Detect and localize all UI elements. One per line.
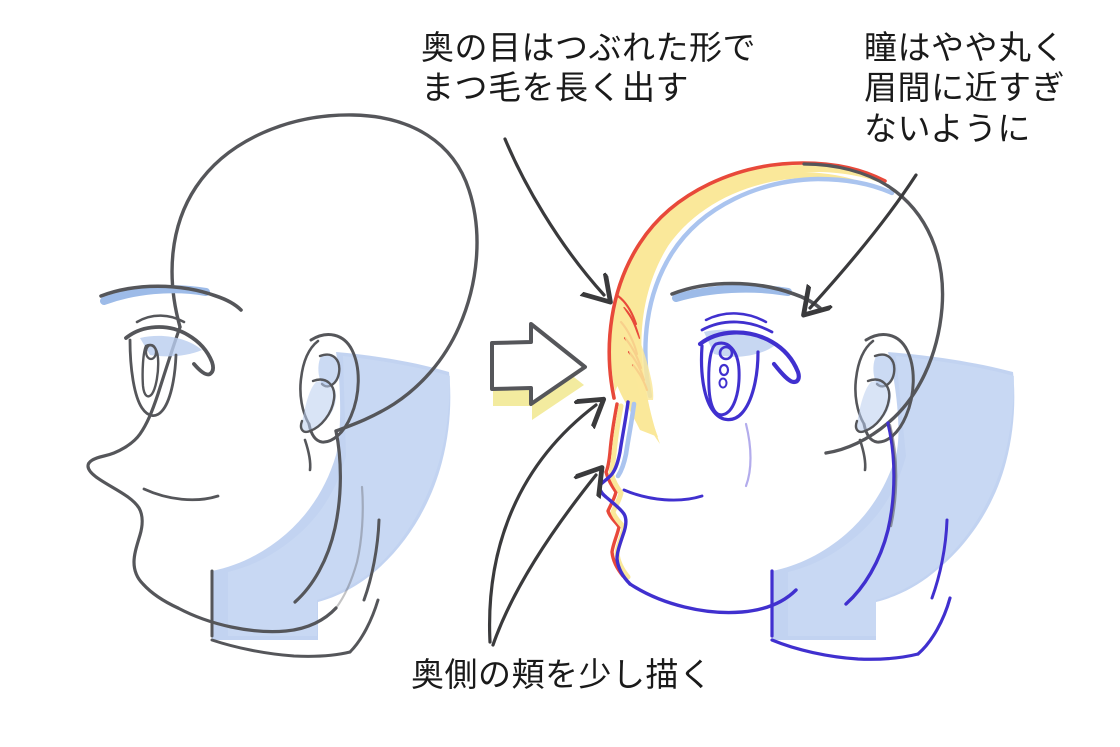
right-ear-outer [862,333,915,444]
right-mouth [622,488,704,502]
left-jaw-to-ear [334,485,364,610]
right-neck-back [844,421,896,606]
right-neck-back-gray [888,423,898,528]
left-face-profile-line [86,325,182,610]
right-head-crown-gray [802,162,890,188]
right-eye-upper-lash-2 [700,320,774,334]
right-eye-highlight-small [718,363,730,377]
arrow-cheek-note-lower [491,475,596,647]
left-ear-outer [307,333,360,444]
right-head-back-outline [824,184,945,455]
left-ear-base-line [303,438,312,472]
right-ear-antitragus [854,378,891,434]
left-eye-highlight [144,343,158,361]
pupil-placement-note-text: 瞳はやや丸く 眉間に近すぎ ないように [864,28,1065,148]
right-face-profile-shade [615,401,637,479]
arrow-eye-note [503,137,604,295]
left-eye-upper-lash [135,314,186,324]
overlay-brow-yellow-blob [618,300,654,400]
left-shoulder-back [348,598,380,654]
right-eye-upper-lash-1 [704,312,768,324]
right-ear-helix [854,339,875,426]
right-eye-highlight-large [718,345,734,361]
far-cheek-note-text: 奥側の頬を少し描く [411,655,713,694]
overlay-lightblue-inner [643,176,895,399]
left-head-profile [86,113,479,658]
right-eye-upper-lid [697,330,801,385]
left-eyebrow [99,284,243,312]
right-eye-highlight-tiny [718,377,728,389]
left-ear-helix [299,339,320,426]
right-face-profile-line [598,400,632,586]
right-eye-iris [707,341,741,417]
right-head-profile [598,161,1015,661]
left-neck-shoulder-front [210,638,352,658]
left-head-outline [170,113,479,433]
transition-arrow [490,322,587,420]
right-eye-lower-lid [699,344,760,422]
overlay-yellow-band-fill2 [614,172,856,437]
left-ear-antitragus [299,378,336,434]
back-eye-note-text: 奥の目はつぶれた形で まつ毛を長く出す [421,28,756,108]
left-jaw-line [176,606,338,634]
right-far-cheek-line [744,422,752,488]
right-neck-shoulder-front [770,638,920,661]
right-shoulder-back [916,596,952,656]
arrow-pupil-note [810,173,918,308]
left-mouth [142,487,220,502]
arrow-cheek-note-upper [487,405,596,644]
left-eye-lower-lid [128,338,178,417]
left-eye-upper-lid [124,325,215,377]
right-jaw-line [628,582,798,615]
right-neck-shading-soft [788,356,1014,636]
transition-arrow-outline [490,322,587,406]
left-neck-back [293,429,342,604]
right-ear-base-line [858,438,867,472]
left-neck-back-lower [362,518,381,602]
right-neck-back-lower [930,518,949,600]
